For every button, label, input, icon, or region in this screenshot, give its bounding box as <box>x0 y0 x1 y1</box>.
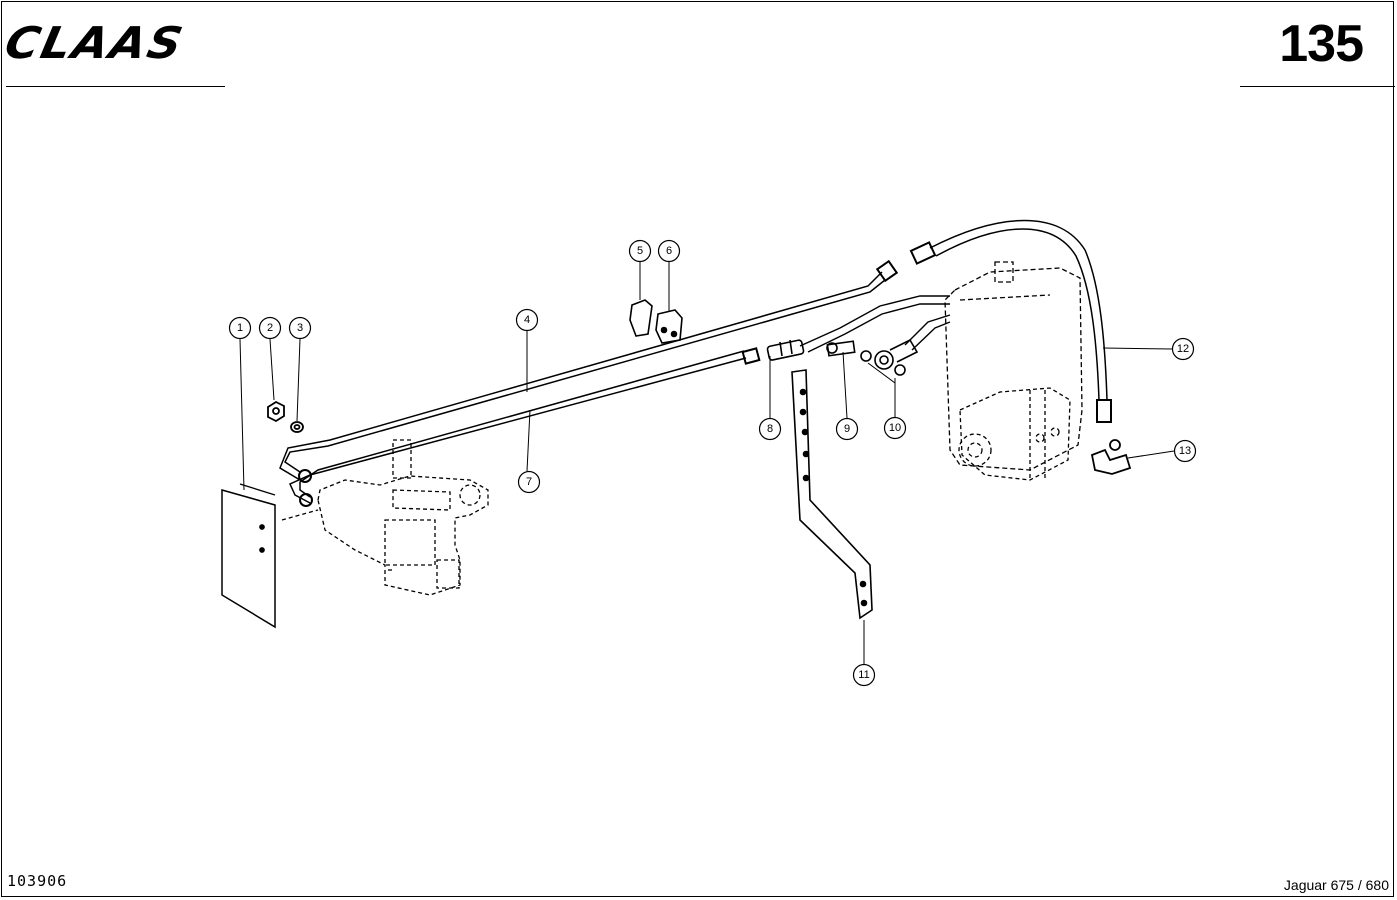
pump <box>958 387 1071 481</box>
callout-8 <box>758 417 782 441</box>
callout-1 <box>228 316 252 340</box>
model-label: Jaguar 675 / 680 <box>1283 877 1389 893</box>
callout-5 <box>628 239 652 263</box>
hose-12 <box>909 219 1112 423</box>
callout-label-12: 12 <box>1177 343 1189 355</box>
bracket-11 <box>791 369 873 620</box>
callout-label-2: 2 <box>267 322 273 334</box>
logo-underline <box>6 86 225 87</box>
callout-label-3: 3 <box>297 322 303 334</box>
callout-label-9: 9 <box>844 423 850 435</box>
pipe-7 <box>289 347 761 507</box>
valve-block <box>281 439 489 596</box>
callout-6 <box>657 239 681 263</box>
callout-2 <box>258 316 282 340</box>
callout-label-7: 7 <box>526 476 532 488</box>
reservoir <box>944 261 1083 471</box>
callout-label-13: 13 <box>1179 445 1191 457</box>
elbow-13 <box>1090 439 1132 475</box>
pipe-4 <box>279 259 899 483</box>
callout-3 <box>288 316 312 340</box>
callout-label-11: 11 <box>858 669 869 681</box>
callout-9 <box>835 417 859 441</box>
fitting-8 <box>766 339 805 361</box>
callout-10 <box>883 416 907 440</box>
clamp-halves <box>629 299 683 344</box>
callout-12 <box>1171 337 1195 361</box>
short-hose <box>799 295 951 353</box>
mounting-plate <box>221 483 276 629</box>
page-number-underline <box>1240 86 1395 87</box>
callout-7 <box>517 470 541 494</box>
callout-11 <box>852 663 876 687</box>
callout-13 <box>1173 439 1197 463</box>
banjo-bolt-9 <box>826 340 856 357</box>
page-number: 135 <box>1279 15 1364 73</box>
nut-and-ring <box>267 400 304 433</box>
callout-label-6: 6 <box>666 245 672 257</box>
callout-label-1: 1 <box>237 322 243 334</box>
union-10 <box>860 338 919 376</box>
callout-label-8: 8 <box>767 423 773 435</box>
callout-label-10: 10 <box>889 422 901 434</box>
callout-label-5: 5 <box>637 245 643 257</box>
document-number: 103906 <box>7 872 68 890</box>
callout-label-4: 4 <box>524 314 530 326</box>
callout-4 <box>515 308 539 332</box>
